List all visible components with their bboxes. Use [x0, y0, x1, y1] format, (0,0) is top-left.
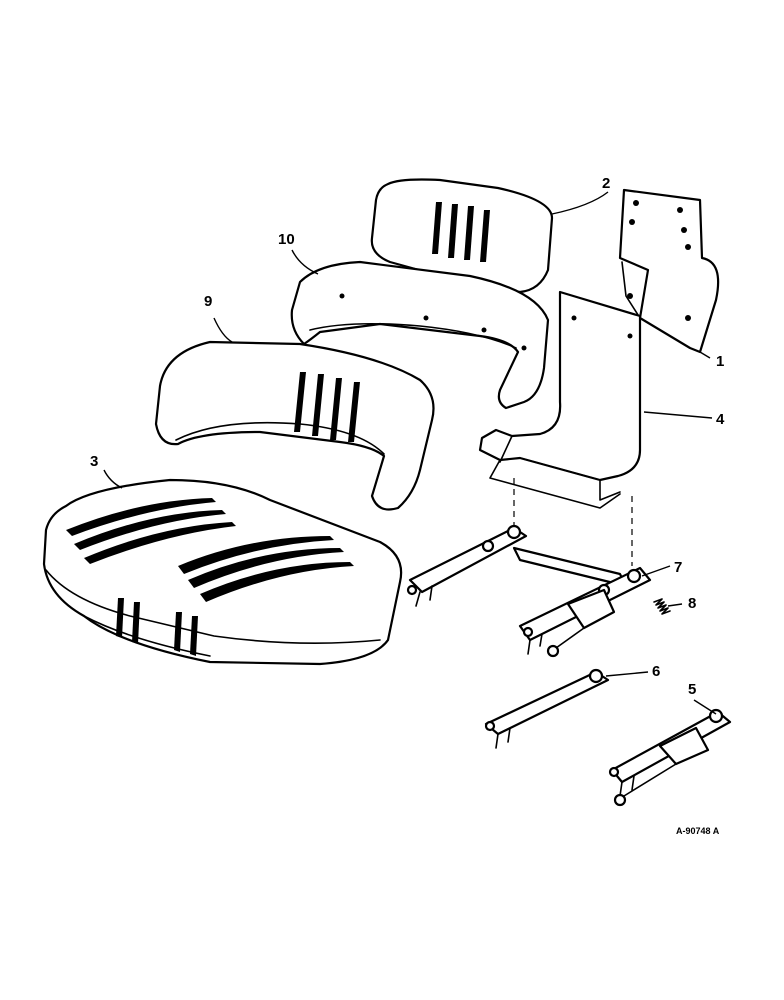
callout-7: 7 [674, 559, 682, 576]
callout-9: 9 [204, 293, 212, 310]
callout-2: 2 [602, 175, 610, 192]
reference-code: A-90748 A [676, 826, 720, 836]
part-3-seat-cushion [42, 478, 403, 666]
callout-4: 4 [716, 411, 725, 428]
part-1-back-bracket [618, 188, 720, 354]
callout-3: 3 [90, 453, 98, 470]
part-6-slide-rail [484, 668, 610, 749]
callout-8: 8 [688, 595, 696, 612]
part-4-support-bracket [478, 290, 642, 509]
callout-6: 6 [652, 663, 660, 680]
part-8-spring [653, 598, 671, 615]
callout-5: 5 [688, 681, 696, 698]
leader-lines [103, 191, 717, 715]
part-2-upper-cushion [370, 178, 554, 294]
callout-10: 10 [278, 231, 295, 248]
part-7-slide-rail-assembly [406, 524, 652, 658]
part-9-backrest-cushion [154, 340, 435, 511]
part-5-slide-rail-with-lever [608, 708, 732, 807]
callout-1: 1 [716, 353, 724, 370]
part-10-back-shell [290, 260, 550, 410]
